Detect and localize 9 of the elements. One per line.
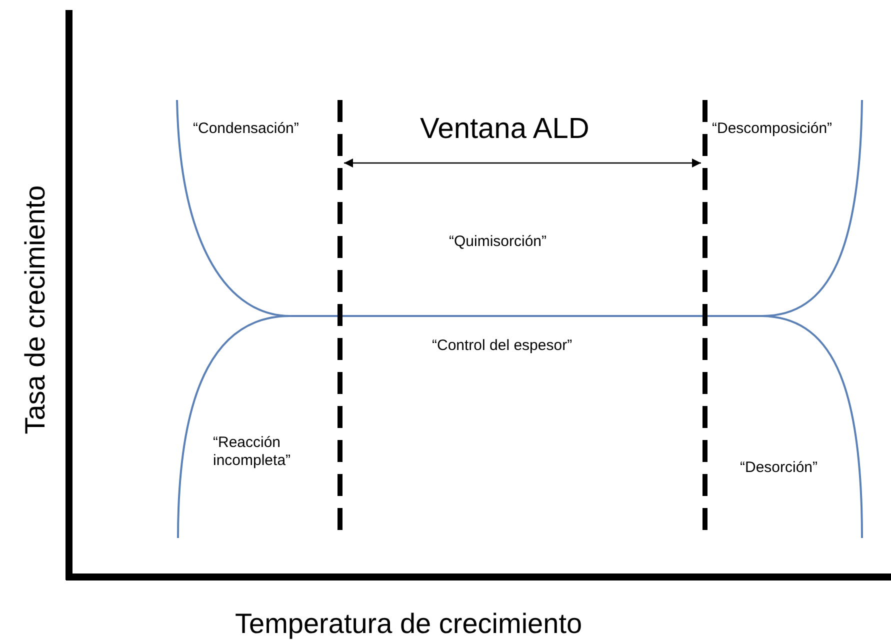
region-label: “Descomposición” bbox=[712, 120, 832, 138]
window-label: Ventana ALD bbox=[420, 112, 590, 147]
region-label: “Desorción” bbox=[740, 459, 818, 477]
region-label: “Control del espesor” bbox=[432, 337, 572, 355]
region-label: “Quimisorción” bbox=[449, 233, 547, 251]
axis-title: Tasa de crecimiento bbox=[18, 185, 52, 434]
region-label: “Condensación” bbox=[193, 120, 299, 138]
axis-title: Temperatura de crecimiento bbox=[235, 607, 582, 641]
region-label: “Reacción incompleta” bbox=[213, 434, 292, 470]
